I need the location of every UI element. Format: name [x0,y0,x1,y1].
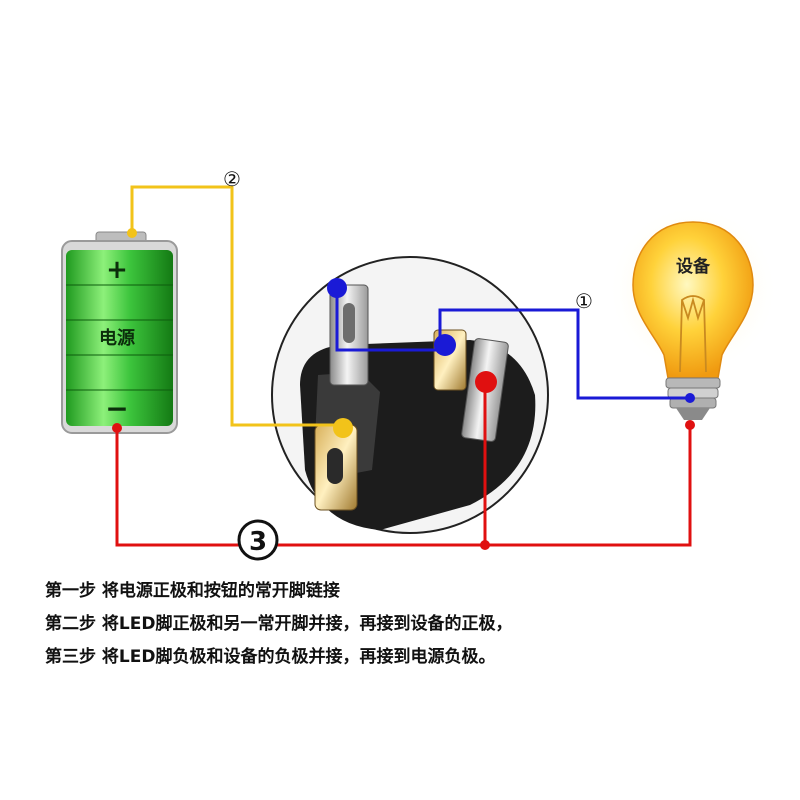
wire-negative [115,425,692,547]
marker-step-2: ② [223,167,241,191]
node-switch-no-pin [327,278,347,298]
node-led-positive [434,334,456,356]
light-bulb: 设备 [608,205,778,420]
node-battery-positive [127,228,137,238]
bulb-label: 设备 [676,256,711,277]
marker-step-3-number: 3 [249,527,267,557]
step-instructions: 第一步 将电源正极和按钮的常开脚链接 第二步 将LED脚正极和另一常开脚并接，再… [45,575,785,674]
node-bulb-negative [685,420,695,430]
bulb-base-tip [676,408,710,420]
wire-battery-positive [130,185,342,427]
battery-minus-label: − [105,392,128,425]
battery-body [66,250,173,426]
node-battery-negative [112,423,122,433]
wire-led-positive [335,288,690,400]
node-switch-common [333,418,353,438]
switch-pin-bottom-hole [327,448,343,484]
battery: + 电源 − [61,231,178,434]
marker-step-3-ring [237,519,279,561]
marker-step-1: ① [575,289,593,313]
push-button-switch [271,256,549,534]
bulb-filament [679,295,707,373]
switch-pin-left-hole [343,303,355,343]
step-1-text: 第一步 将电源正极和按钮的常开脚链接 [45,581,340,601]
step-3-text: 第三步 将LED脚负极和设备的负极并接，再接到电源负极。 [45,647,496,667]
marker-step-3: 3 [237,519,279,561]
node-bulb-positive [685,393,695,403]
battery-plus-label: + [106,255,128,285]
node-led-negative [475,371,497,393]
battery-name-label: 电源 [99,327,135,349]
step-2-text: 第二步 将LED脚正极和另一常开脚并接，再接到设备的正极， [45,614,513,634]
bulb-base-ring [665,377,721,389]
node-junction [480,540,490,550]
